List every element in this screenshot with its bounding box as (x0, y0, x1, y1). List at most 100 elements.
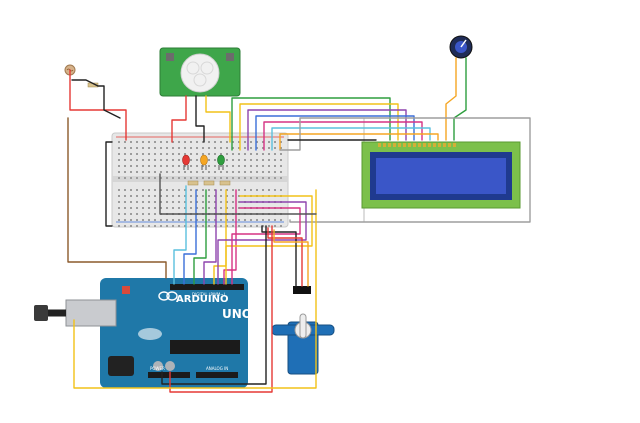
breadboard-hole (262, 153, 264, 155)
breadboard-hole (238, 147, 240, 149)
breadboard-hole (118, 141, 120, 143)
breadboard-hole (190, 195, 192, 197)
breadboard-hole (160, 171, 162, 173)
breadboard-hole (280, 165, 282, 167)
breadboard-hole (244, 153, 246, 155)
breadboard-hole (118, 207, 120, 209)
lcd-pin (433, 143, 436, 147)
breadboard-hole (268, 189, 270, 191)
breadboard-hole (202, 207, 204, 209)
breadboard-hole (268, 219, 270, 221)
breadboard-hole (118, 159, 120, 161)
lcd-pin (443, 143, 446, 147)
lcd-pin (398, 143, 401, 147)
breadboard-hole (280, 153, 282, 155)
breadboard-hole (238, 195, 240, 197)
atmega-chip (170, 340, 240, 354)
potentiometer[interactable] (449, 35, 473, 59)
arduino-uno-board[interactable]: ARDUINO UNO DIGITAL (PWM~) POWER ANALOG … (65, 278, 252, 388)
breadboard-hole (268, 153, 270, 155)
breadboard-hole (190, 219, 192, 221)
breadboard-hole (196, 207, 198, 209)
breadboard-hole (256, 171, 258, 173)
breadboard-hole (148, 219, 150, 221)
wire-photoresistor-signal (67, 117, 167, 279)
breadboard-hole (154, 177, 156, 179)
breadboard-hole (232, 219, 234, 221)
breadboard-hole (148, 153, 150, 155)
breadboard-hole (148, 201, 150, 203)
breadboard-hole (262, 165, 264, 167)
wires (67, 57, 531, 393)
breadboard-hole (136, 153, 138, 155)
breadboard-hole (232, 147, 234, 149)
breadboard-hole (160, 165, 162, 167)
pir-sensor[interactable] (159, 47, 241, 97)
breadboard-hole (208, 207, 210, 209)
breadboard-hole (118, 177, 120, 179)
breadboard-hole (190, 147, 192, 149)
breadboard-hole (148, 207, 150, 209)
breadboard-hole (226, 141, 228, 143)
breadboard-hole (262, 141, 264, 143)
servo-motor[interactable] (271, 286, 335, 375)
breadboard-hole (196, 201, 198, 203)
orange-led[interactable] (200, 154, 208, 170)
breadboard-hole (208, 159, 210, 161)
breadboard-hole (190, 153, 192, 155)
breadboard-hole (208, 195, 210, 197)
breadboard-hole (196, 219, 198, 221)
breadboard-hole (118, 213, 120, 215)
breadboard-hole (232, 201, 234, 203)
breadboard-hole (166, 147, 168, 149)
breadboard-hole (154, 219, 156, 221)
breadboard-hole (172, 207, 174, 209)
breadboard-hole (220, 147, 222, 149)
breadboard-hole (148, 141, 150, 143)
breadboard-hole (214, 201, 216, 203)
servo-horn[interactable] (299, 313, 307, 339)
breadboard-hole (154, 225, 156, 227)
breadboard-hole (136, 213, 138, 215)
breadboard-hole (202, 189, 204, 191)
breadboard-hole (256, 159, 258, 161)
breadboard-hole (142, 141, 144, 143)
breadboard-hole (196, 171, 198, 173)
reset-button[interactable] (122, 286, 130, 294)
breadboard-hole (232, 207, 234, 209)
lcd-16x2[interactable] (361, 141, 521, 209)
breadboard-hole (130, 225, 132, 227)
breadboard-hole (124, 141, 126, 143)
breadboard-hole (238, 171, 240, 173)
breadboard-hole (190, 141, 192, 143)
breadboard-hole (136, 195, 138, 197)
breadboard-hole (220, 165, 222, 167)
breadboard-hole (256, 141, 258, 143)
breadboard-hole (220, 201, 222, 203)
breadboard-hole (238, 219, 240, 221)
wire-bus-purple (217, 201, 307, 285)
breadboard-hole (214, 165, 216, 167)
breadboard-hole (214, 159, 216, 161)
breadboard-hole (226, 207, 228, 209)
breadboard-hole (178, 225, 180, 227)
power-jack[interactable] (108, 356, 134, 376)
breadboard-hole (166, 207, 168, 209)
breadboard-hole (202, 195, 204, 197)
breadboard-hole (250, 141, 252, 143)
power-header (148, 372, 190, 378)
breadboard-hole (136, 165, 138, 167)
breadboard-hole (232, 177, 234, 179)
breadboard-hole (250, 171, 252, 173)
wire-bus-yellow (225, 195, 313, 285)
breadboard-hole (148, 225, 150, 227)
breadboard-hole (190, 159, 192, 161)
resistor-red-led (187, 180, 199, 186)
wire-lcd-7 (279, 133, 439, 151)
pir-dome-facet-2 (200, 61, 214, 75)
pir-mount-hole-tl (166, 53, 174, 61)
lcd-pin (388, 143, 391, 147)
red-led[interactable] (182, 154, 190, 170)
breadboard-hole (280, 177, 282, 179)
green-led[interactable] (217, 154, 225, 170)
